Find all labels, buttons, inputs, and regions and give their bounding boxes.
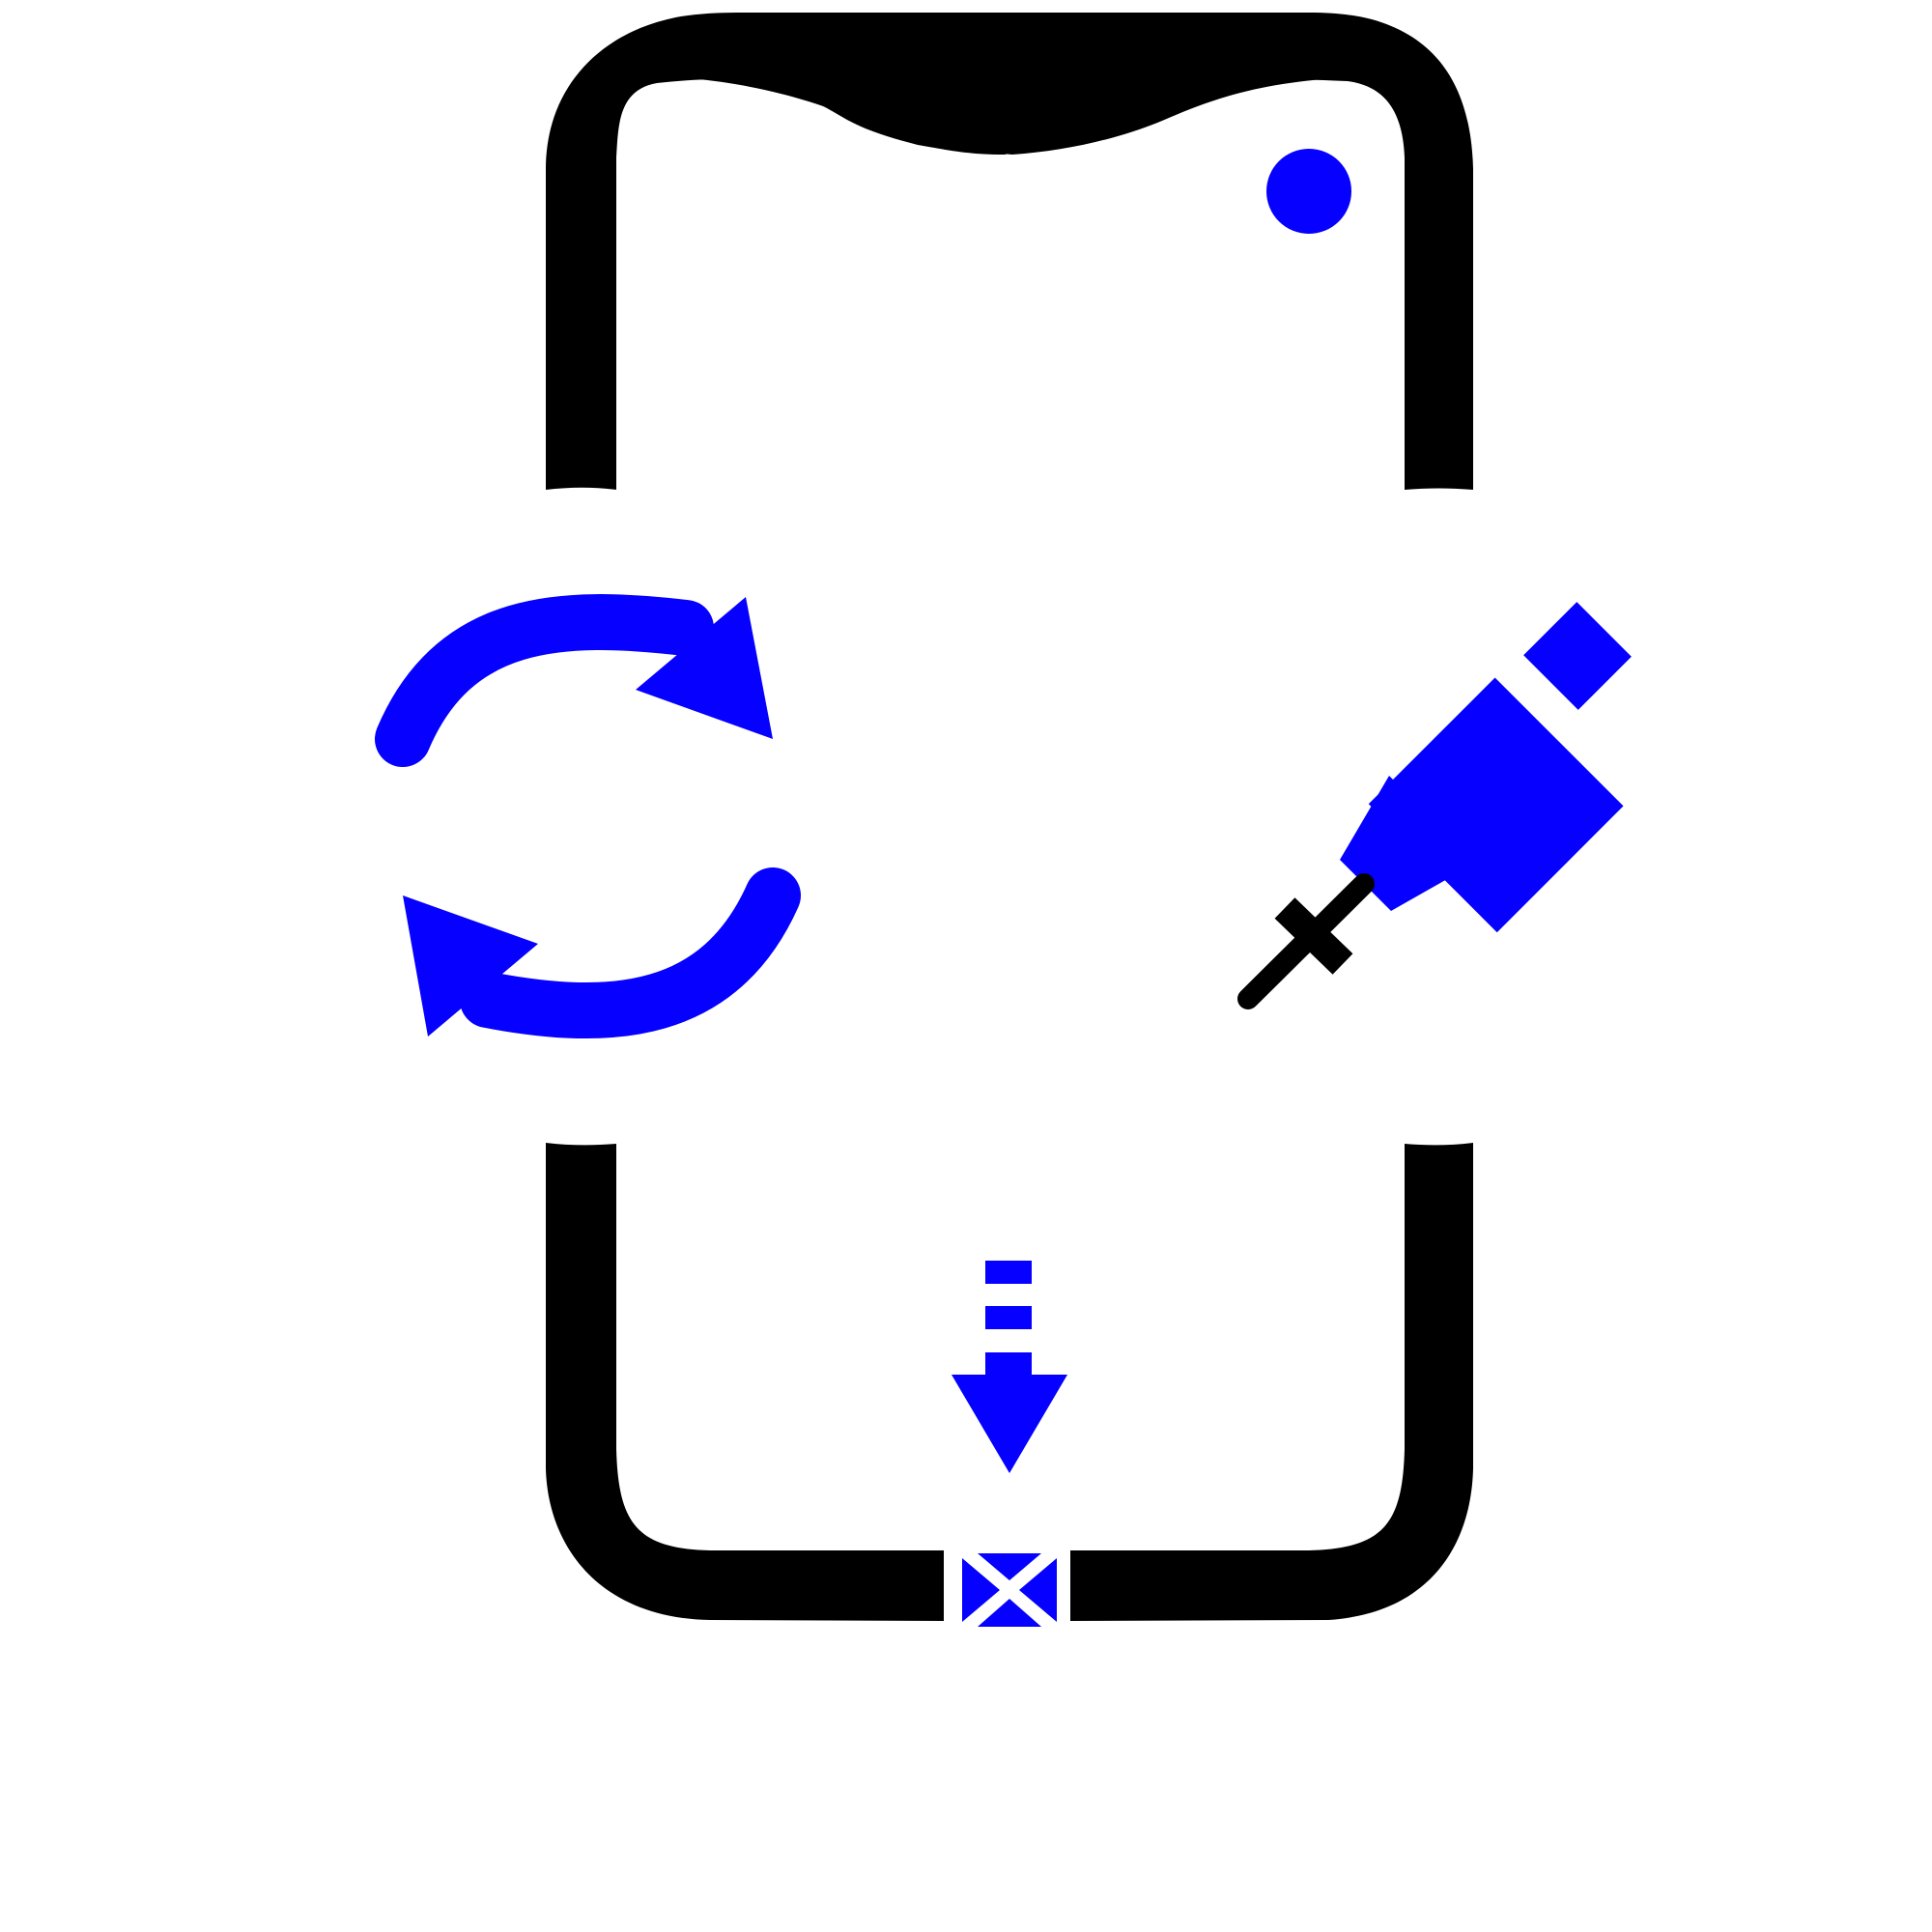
arrow-dash-1	[985, 1261, 1032, 1284]
phone-bottom-left-frame	[546, 1143, 944, 1621]
port-triangle-bottom	[978, 1599, 1041, 1627]
rotate-arrows-icon	[375, 594, 801, 1038]
rotate-arrow-top-head	[636, 597, 773, 739]
phone-bottom-right-frame	[1070, 1143, 1473, 1621]
arrow-dash-2	[985, 1306, 1032, 1329]
arrow-head	[952, 1375, 1067, 1473]
cable-tip	[1523, 602, 1632, 710]
rotate-arrow-bottom-head	[403, 895, 538, 1037]
cable-plug-body	[1368, 677, 1624, 933]
port-triangle-top	[978, 1553, 1041, 1580]
arrow-dash-3	[985, 1352, 1032, 1376]
rotate-arrow-top-arc	[375, 594, 714, 767]
port-triangle-left	[962, 1558, 1000, 1622]
front-camera-dot-icon	[1266, 149, 1351, 234]
cable-strain-relief	[1340, 776, 1476, 911]
rotate-arrow-bottom-arc	[460, 867, 801, 1038]
dashed-down-arrow-icon	[952, 1261, 1067, 1473]
notch-icon	[676, 58, 1352, 155]
charging-cable-icon	[1237, 602, 1632, 1009]
port-triangle-right	[1019, 1558, 1057, 1622]
charging-port-icon	[962, 1553, 1057, 1627]
cable-clip	[1274, 897, 1353, 975]
